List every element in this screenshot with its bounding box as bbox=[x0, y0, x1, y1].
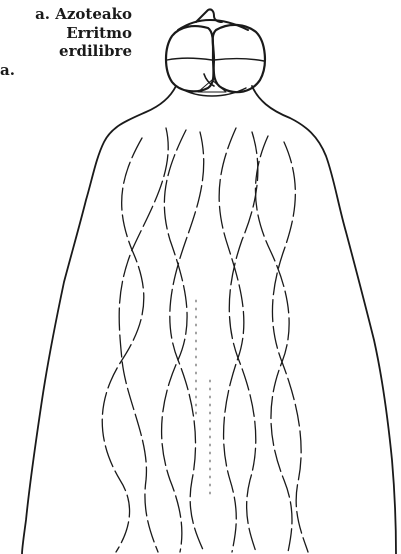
body-outline-right bbox=[252, 86, 396, 554]
body-stipple bbox=[196, 300, 210, 500]
tracheal-lines bbox=[102, 128, 308, 552]
left-eye-icon bbox=[166, 26, 213, 91]
body-outline-left bbox=[22, 86, 176, 554]
right-eye-icon bbox=[213, 25, 265, 92]
